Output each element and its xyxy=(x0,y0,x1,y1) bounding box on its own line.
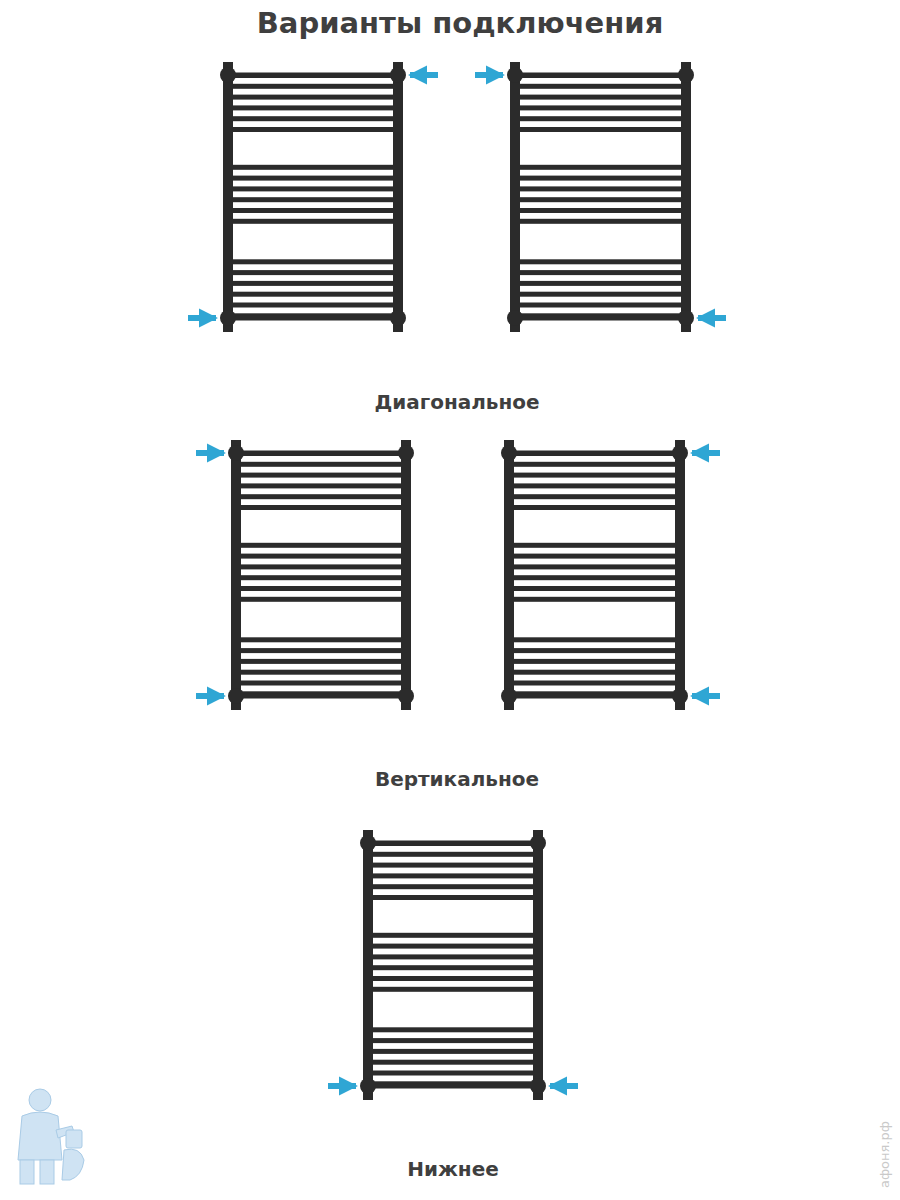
section-label: Диагональное xyxy=(374,390,539,414)
towel-rail xyxy=(360,830,546,1100)
flow-arrow xyxy=(196,693,224,699)
flow-arrow xyxy=(410,72,438,78)
towel-rail xyxy=(220,62,406,332)
flow-arrow xyxy=(692,693,720,699)
plumber-logo xyxy=(18,1089,84,1184)
flow-arrow xyxy=(698,315,726,321)
flow-arrow xyxy=(328,1083,356,1089)
flow-arrow xyxy=(475,72,503,78)
section-label: Нижнее xyxy=(407,1157,499,1181)
section-label: Вертикальное xyxy=(375,767,539,791)
flow-arrow xyxy=(196,450,224,456)
towel-rail xyxy=(501,440,688,710)
flow-arrow xyxy=(692,450,720,456)
page-title: Варианты подключения xyxy=(257,6,664,40)
watermark: афоня.рф xyxy=(877,1121,892,1188)
flow-arrow xyxy=(550,1083,578,1089)
towel-rail xyxy=(507,62,694,332)
towel-rail xyxy=(228,440,414,710)
flow-arrow xyxy=(188,315,216,321)
